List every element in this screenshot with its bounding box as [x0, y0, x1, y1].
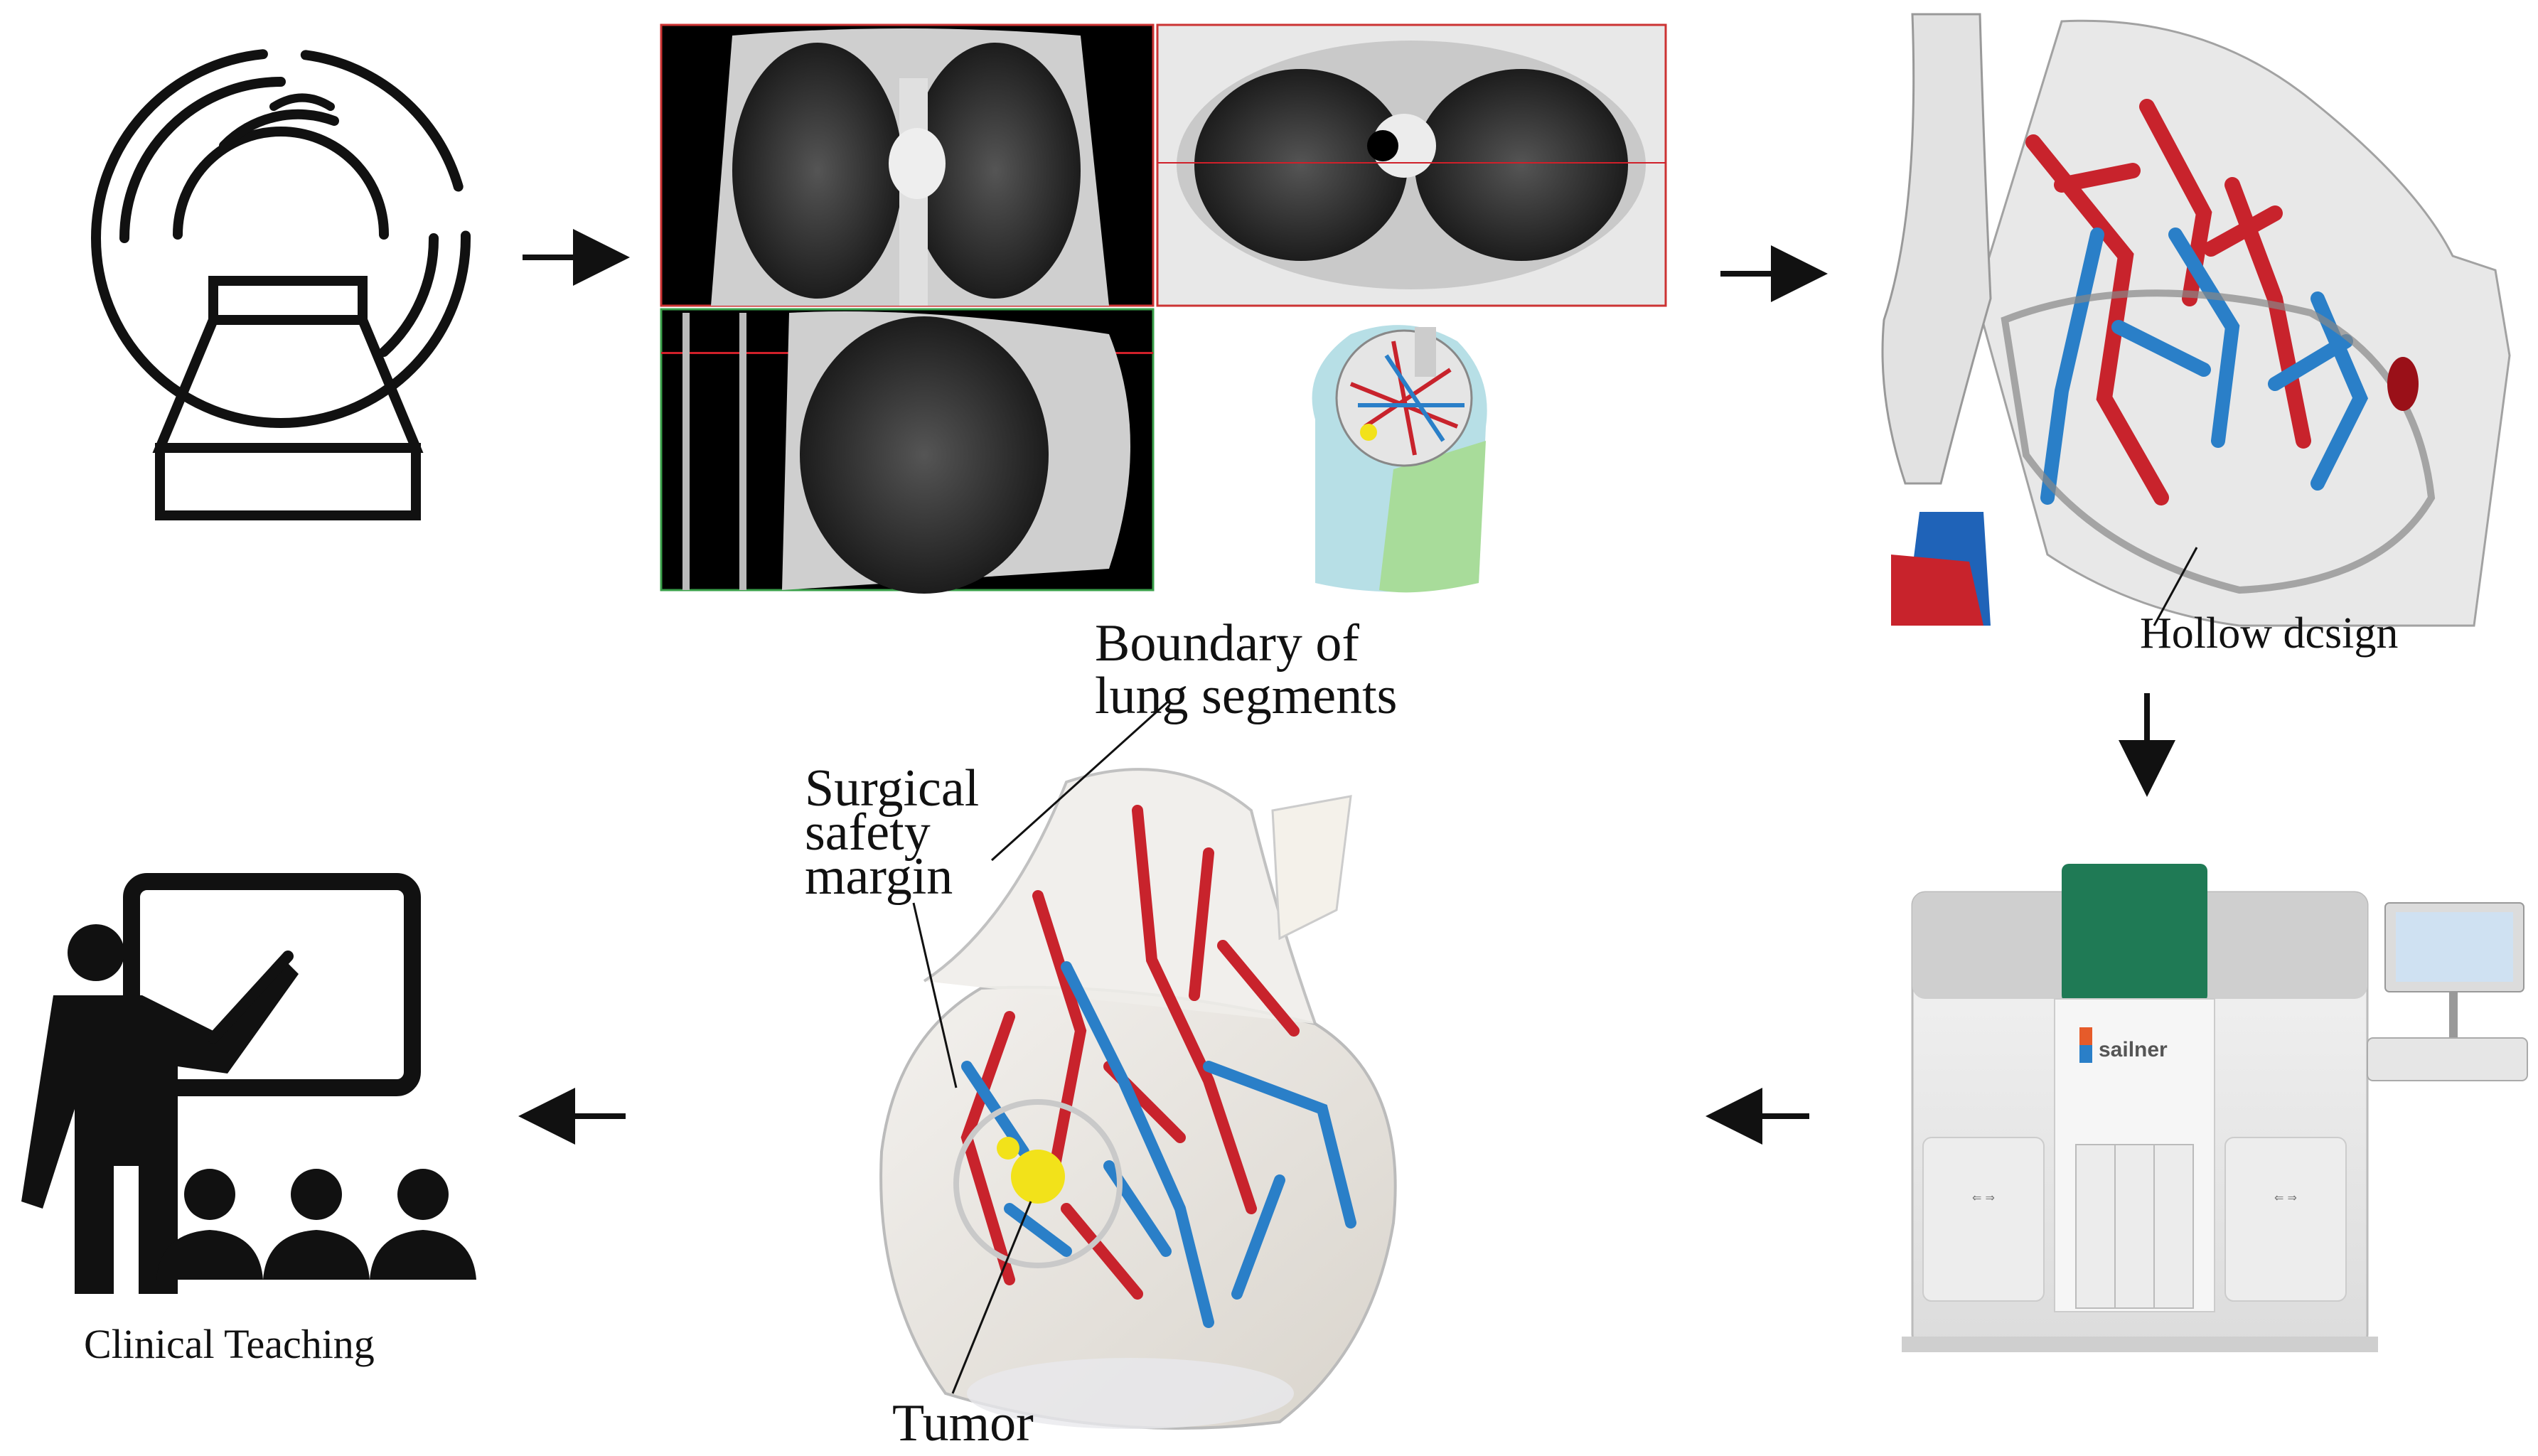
- surgical-margin-label: Surgical safety margin: [805, 759, 980, 906]
- ct-image-panel: [660, 23, 1667, 594]
- hollow-design-leader: [2153, 547, 2198, 626]
- hollow-design-label: Hollow dcsign: [2140, 609, 2399, 658]
- boundary-label-line1: Boundary of: [1095, 614, 1359, 673]
- svg-text:⇐ ⇒: ⇐ ⇒: [2274, 1191, 2297, 1204]
- clinical-teaching-label: Clinical Teaching: [84, 1321, 375, 1367]
- 3d-printer-image: ⇐ ⇒ ⇐ ⇒: [1902, 864, 2528, 1352]
- tumor-leader: [951, 1201, 1032, 1394]
- 3d-design-render: [1881, 13, 2511, 627]
- printer-brand-text: sailner: [2099, 1038, 2168, 1061]
- ct-scanner-icon: [91, 48, 471, 520]
- tumor-label: Tumor: [892, 1394, 1034, 1452]
- surgical-label-line3: margin: [805, 847, 953, 906]
- svg-text:⇐ ⇒: ⇐ ⇒: [1972, 1191, 1995, 1204]
- teacher-icon: [21, 873, 476, 1294]
- segmentation-3d-thumbnail: [1312, 325, 1487, 593]
- surgical-label-line2: safety: [805, 803, 931, 862]
- boundary-label-line2: lung segments: [1095, 667, 1398, 725]
- margin-leader: [912, 902, 958, 1088]
- printed-lung-model: [879, 768, 1397, 1430]
- boundary-leader: [990, 699, 1171, 862]
- surgical-label-line1: Surgical: [805, 759, 980, 818]
- boundary-label: Boundary of lung segments: [1095, 617, 1397, 722]
